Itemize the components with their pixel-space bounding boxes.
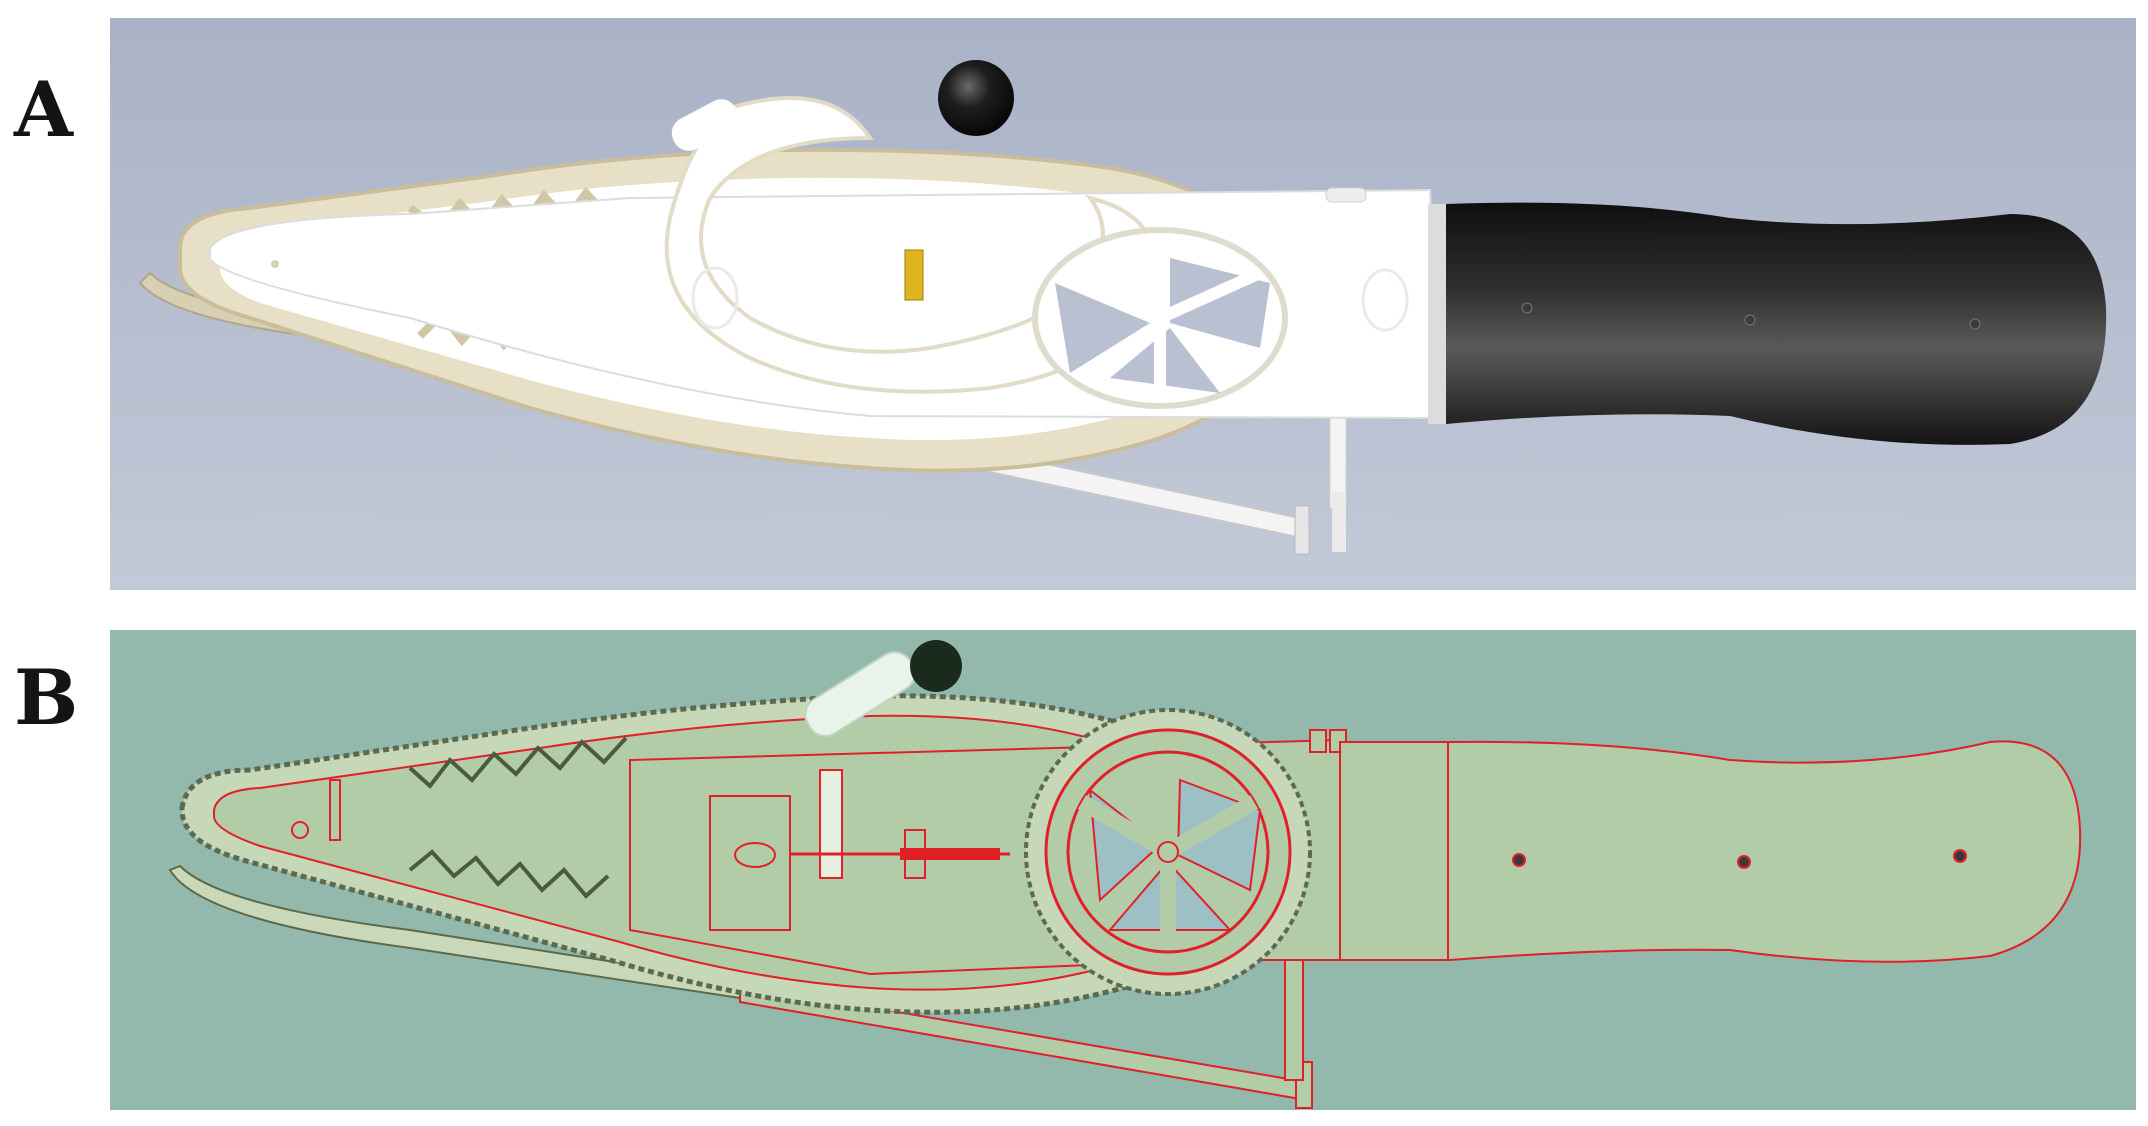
wheel-icon [1024,708,1312,996]
knob-icon [910,640,962,692]
strut-foot [1332,492,1346,552]
panel-label-a: A [14,65,73,154]
panel-b-section [110,630,2136,1110]
lever-arm [671,99,739,151]
lower-teeth [408,849,610,899]
rod-end-cap [1294,505,1310,555]
knob-icon [938,60,1014,136]
panel-label-b: B [14,653,79,742]
wheel-icon [1032,227,1288,409]
render-drawing [110,18,2136,590]
handle-collar [1428,204,1446,424]
handle [1339,740,2082,963]
yellow-catch [904,249,924,301]
upper-teeth [408,736,628,789]
spring [900,848,1000,860]
panel-a-render [110,18,2136,590]
section-drawing [110,630,2136,1110]
handle [1446,202,2107,445]
